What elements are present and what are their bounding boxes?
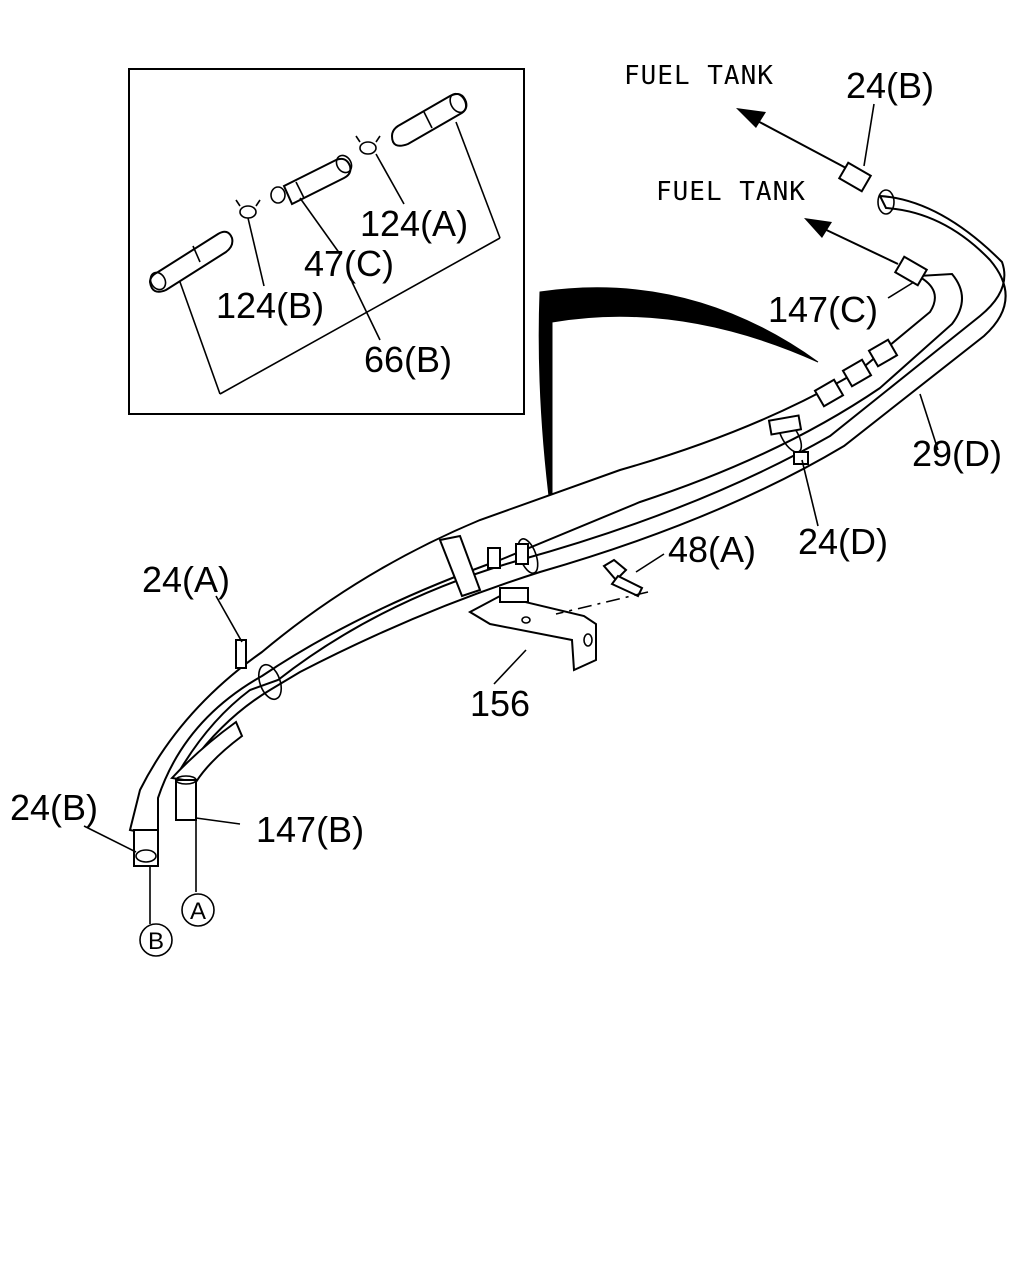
bolt-48a: [555, 558, 649, 615]
inset-hose-right: [390, 92, 468, 147]
inset-pipe: [270, 154, 353, 206]
label-47c: 47(C): [304, 243, 394, 284]
label-24b-top: 24(B): [846, 65, 934, 106]
label-fuel-tank-mid: FUEL TANK: [656, 177, 806, 207]
inset-leaders: [179, 121, 501, 395]
ref-circle-a: A: [181, 893, 215, 927]
circle-a-letter: A: [190, 898, 206, 925]
ref-circle-b: B: [139, 923, 173, 957]
label-147b: 147(B): [256, 809, 364, 850]
arrow-fuel-tank-mid: [804, 218, 899, 265]
clip-24a: [235, 639, 247, 669]
label-48a: 48(A): [668, 529, 756, 570]
label-24b-left: 24(B): [10, 787, 98, 828]
label-66b: 66(B): [364, 339, 452, 380]
label-147c: 147(C): [768, 289, 878, 330]
circle-b-letter: B: [148, 928, 164, 955]
leader-lines: [83, 103, 939, 924]
label-124b: 124(B): [216, 285, 324, 326]
hose-stub-b: [133, 829, 159, 867]
inset-hose-left: [148, 230, 234, 293]
label-124a: 124(A): [360, 203, 468, 244]
label-24a: 24(A): [142, 559, 230, 600]
detail-inset: 124(A) 47(C) 124(B) 66(B): [128, 68, 525, 415]
detail-pointer: [538, 287, 819, 521]
bracket-156: [438, 534, 597, 672]
label-29d: 29(D): [912, 433, 1002, 474]
clip-24d: [767, 414, 803, 436]
arrow-fuel-tank-top: [736, 108, 847, 169]
label-fuel-tank-top: FUEL TANK: [624, 61, 774, 91]
label-156: 156: [470, 683, 530, 724]
main-hoses: [128, 161, 1007, 867]
label-24d: 24(D): [798, 521, 888, 562]
hose-stub-147b: [175, 779, 197, 821]
hose-outlet-a: [169, 720, 244, 784]
inset-clamp-a: [355, 135, 381, 155]
